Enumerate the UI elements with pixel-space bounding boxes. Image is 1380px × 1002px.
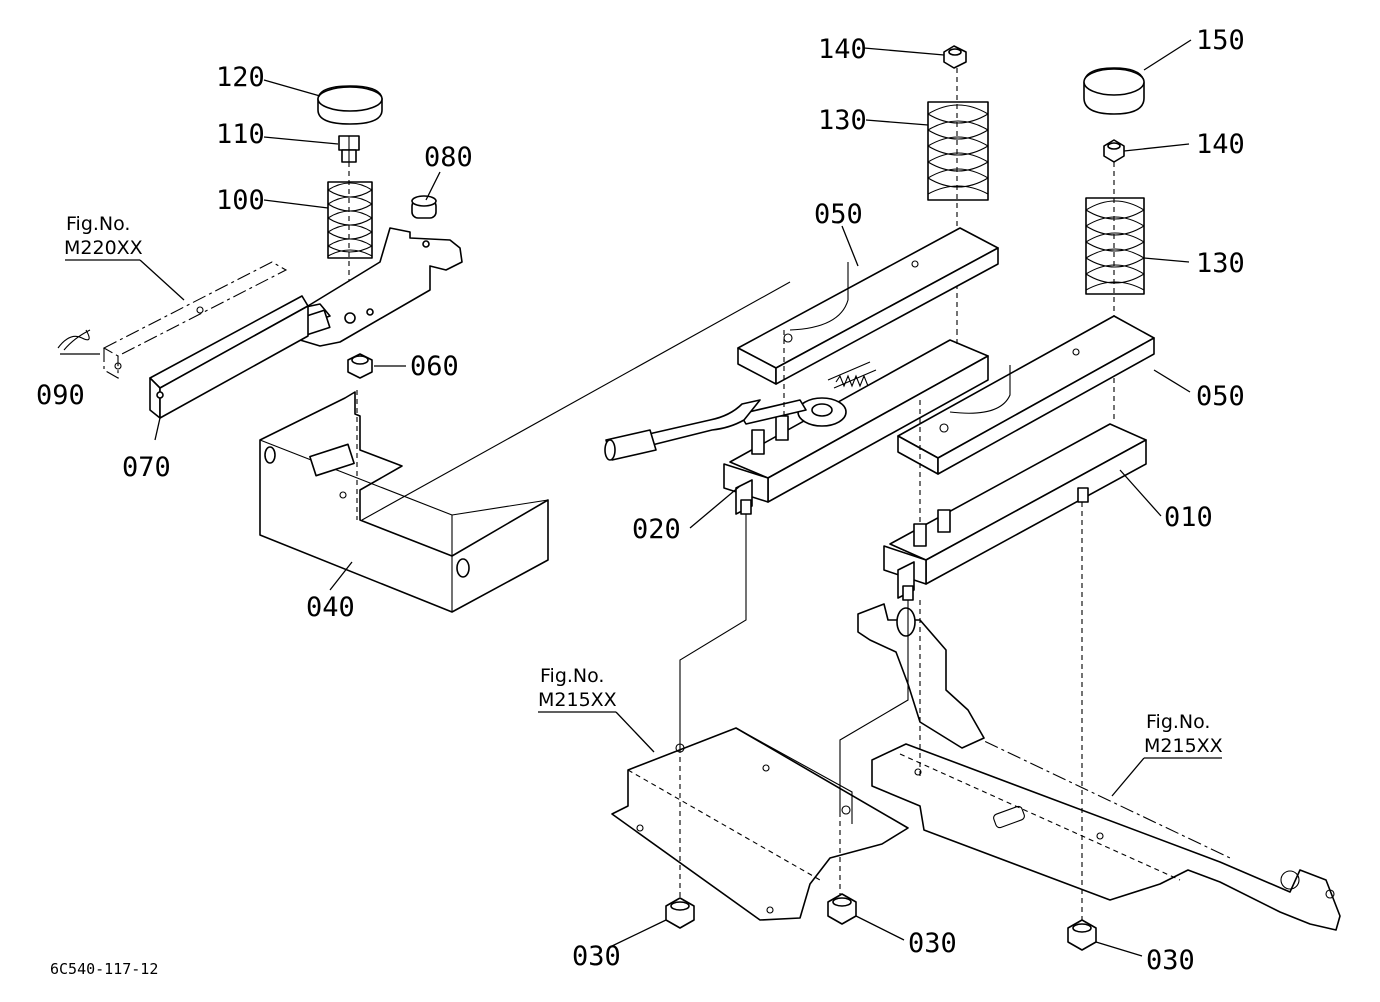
callout-090: 090 bbox=[36, 380, 85, 411]
connector-line bbox=[361, 281, 791, 521]
callout-030-a: 030 bbox=[572, 941, 621, 972]
callout-040: 040 bbox=[306, 592, 355, 623]
callout-140-right: 140 bbox=[1196, 129, 1245, 160]
bracket-part-040[interactable] bbox=[259, 391, 549, 613]
base-plate-right bbox=[857, 603, 1341, 931]
rail-part-070[interactable] bbox=[149, 295, 309, 419]
knob-part-080[interactable] bbox=[411, 195, 437, 219]
fig-ref-plate-m220 bbox=[102, 261, 288, 379]
callout-150: 150 bbox=[1196, 25, 1245, 56]
callout-030-c: 030 bbox=[1146, 945, 1195, 976]
callout-080: 080 bbox=[424, 142, 473, 173]
clip-part-090[interactable] bbox=[57, 329, 91, 351]
figure-reference-m215-right: Fig.No. M215XX bbox=[1144, 711, 1223, 757]
route-line-right bbox=[839, 600, 909, 812]
fig-ref-left-line2: M220XX bbox=[64, 237, 143, 259]
nut-part-140-top[interactable] bbox=[943, 45, 967, 69]
base-plate-center bbox=[611, 727, 909, 921]
rail-part-050-right[interactable] bbox=[897, 315, 1155, 475]
callout-050-top: 050 bbox=[814, 199, 863, 230]
nut-part-030-a[interactable] bbox=[665, 897, 695, 929]
callout-010: 010 bbox=[1164, 502, 1213, 533]
wire-line-upper bbox=[789, 262, 849, 331]
fig-ref-center-line1: Fig.No. bbox=[540, 665, 604, 687]
fig-ref-left-line1: Fig.No. bbox=[66, 213, 130, 235]
nut-part-030-b[interactable] bbox=[827, 893, 857, 925]
leader-lines bbox=[60, 39, 1222, 957]
center-upper-assembly bbox=[604, 45, 999, 515]
wire-line-lower bbox=[949, 365, 1011, 414]
bolt-lower-right bbox=[902, 585, 914, 601]
diagram-code: 6C540-117-12 bbox=[50, 960, 158, 978]
bolt-lower-center bbox=[740, 499, 752, 515]
slide-rail-part-010[interactable] bbox=[883, 423, 1147, 599]
callout-070: 070 bbox=[122, 452, 171, 483]
callout-140-top: 140 bbox=[818, 34, 867, 65]
figure-reference-m215-center: Fig.No. M215XX bbox=[538, 665, 617, 711]
callout-030-b: 030 bbox=[908, 928, 957, 959]
right-upper-assembly bbox=[883, 67, 1155, 601]
callout-060: 060 bbox=[410, 351, 459, 382]
figure-reference-m220: Fig.No. M220XX bbox=[64, 213, 143, 259]
route-line-center bbox=[679, 514, 747, 748]
nut-part-140-right[interactable] bbox=[1103, 139, 1125, 163]
callout-130-top: 130 bbox=[818, 105, 867, 136]
spring-part-130-right[interactable] bbox=[1085, 197, 1145, 295]
cap-part-150[interactable] bbox=[1083, 67, 1145, 115]
fig-ref-right-line2: M215XX bbox=[1144, 735, 1223, 757]
callout-labels: 120 110 100 080 060 090 070 040 140 130 … bbox=[36, 25, 1245, 976]
callout-100: 100 bbox=[216, 185, 265, 216]
fig-ref-right-line1: Fig.No. bbox=[1146, 711, 1210, 733]
nut-part-110[interactable] bbox=[338, 135, 360, 163]
slide-rail-part-020[interactable] bbox=[604, 339, 989, 515]
cap-part-120[interactable] bbox=[317, 85, 383, 125]
spring-part-100[interactable] bbox=[327, 181, 373, 259]
nut-part-060[interactable] bbox=[347, 353, 373, 379]
spring-part-130-top[interactable] bbox=[927, 101, 989, 201]
callout-120: 120 bbox=[216, 62, 265, 93]
left-assembly bbox=[57, 85, 549, 613]
nut-part-030-c[interactable] bbox=[1067, 919, 1097, 951]
rail-part-050-top[interactable] bbox=[737, 227, 999, 385]
callout-050-right: 050 bbox=[1196, 381, 1245, 412]
callout-020: 020 bbox=[632, 514, 681, 545]
callout-110: 110 bbox=[216, 119, 265, 150]
callout-130-right: 130 bbox=[1196, 248, 1245, 279]
fig-ref-center-line2: M215XX bbox=[538, 689, 617, 711]
